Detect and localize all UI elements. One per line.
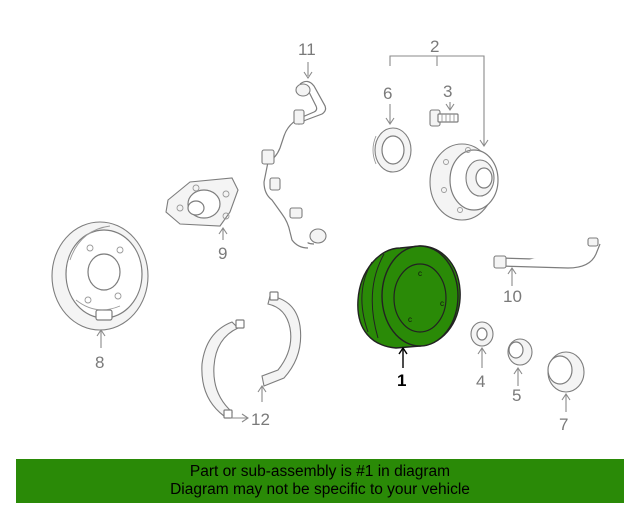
callout-6: 6 (383, 84, 392, 103)
callout-9: 9 (218, 244, 227, 263)
callout-7: 7 (559, 415, 568, 434)
part-10-hose[interactable] (493, 237, 601, 269)
callout-5: 5 (512, 386, 521, 405)
callout-2-bracket (389, 55, 489, 147)
part-7-grease-cap[interactable] (547, 351, 585, 393)
callout-11: 11 (298, 40, 316, 59)
part-8-backing-plate[interactable] (51, 221, 149, 331)
callout-10: 10 (503, 287, 522, 306)
part-9-bracket[interactable] (165, 177, 239, 227)
callout-3: 3 (443, 82, 452, 101)
callout-2: 2 (430, 37, 439, 56)
info-banner: Part or sub-assembly is #1 in diagram Di… (16, 459, 624, 503)
part-3-hub-bolt[interactable] (429, 109, 459, 127)
part-11-abs-sensor-harness[interactable] (261, 62, 327, 249)
banner-line-2: Diagram may not be specific to your vehi… (170, 481, 470, 498)
svg-text:c: c (418, 269, 422, 278)
part-2-hub-assembly[interactable] (429, 143, 499, 221)
svg-text:c: c (408, 315, 412, 324)
part-1-brake-drum[interactable]: c c c (357, 245, 461, 349)
part-4-clip[interactable] (470, 321, 494, 347)
svg-text:c: c (440, 299, 444, 308)
banner-line-1: Part or sub-assembly is #1 in diagram (189, 463, 451, 480)
part-12-brake-shoes[interactable] (201, 291, 302, 419)
part-5-nut[interactable] (507, 338, 533, 366)
part-6-wheel-bearing[interactable] (372, 127, 412, 173)
callout-4: 4 (476, 372, 485, 391)
callout-12: 12 (251, 410, 270, 429)
callout-1: 1 (397, 371, 406, 390)
callout-8: 8 (95, 353, 104, 372)
